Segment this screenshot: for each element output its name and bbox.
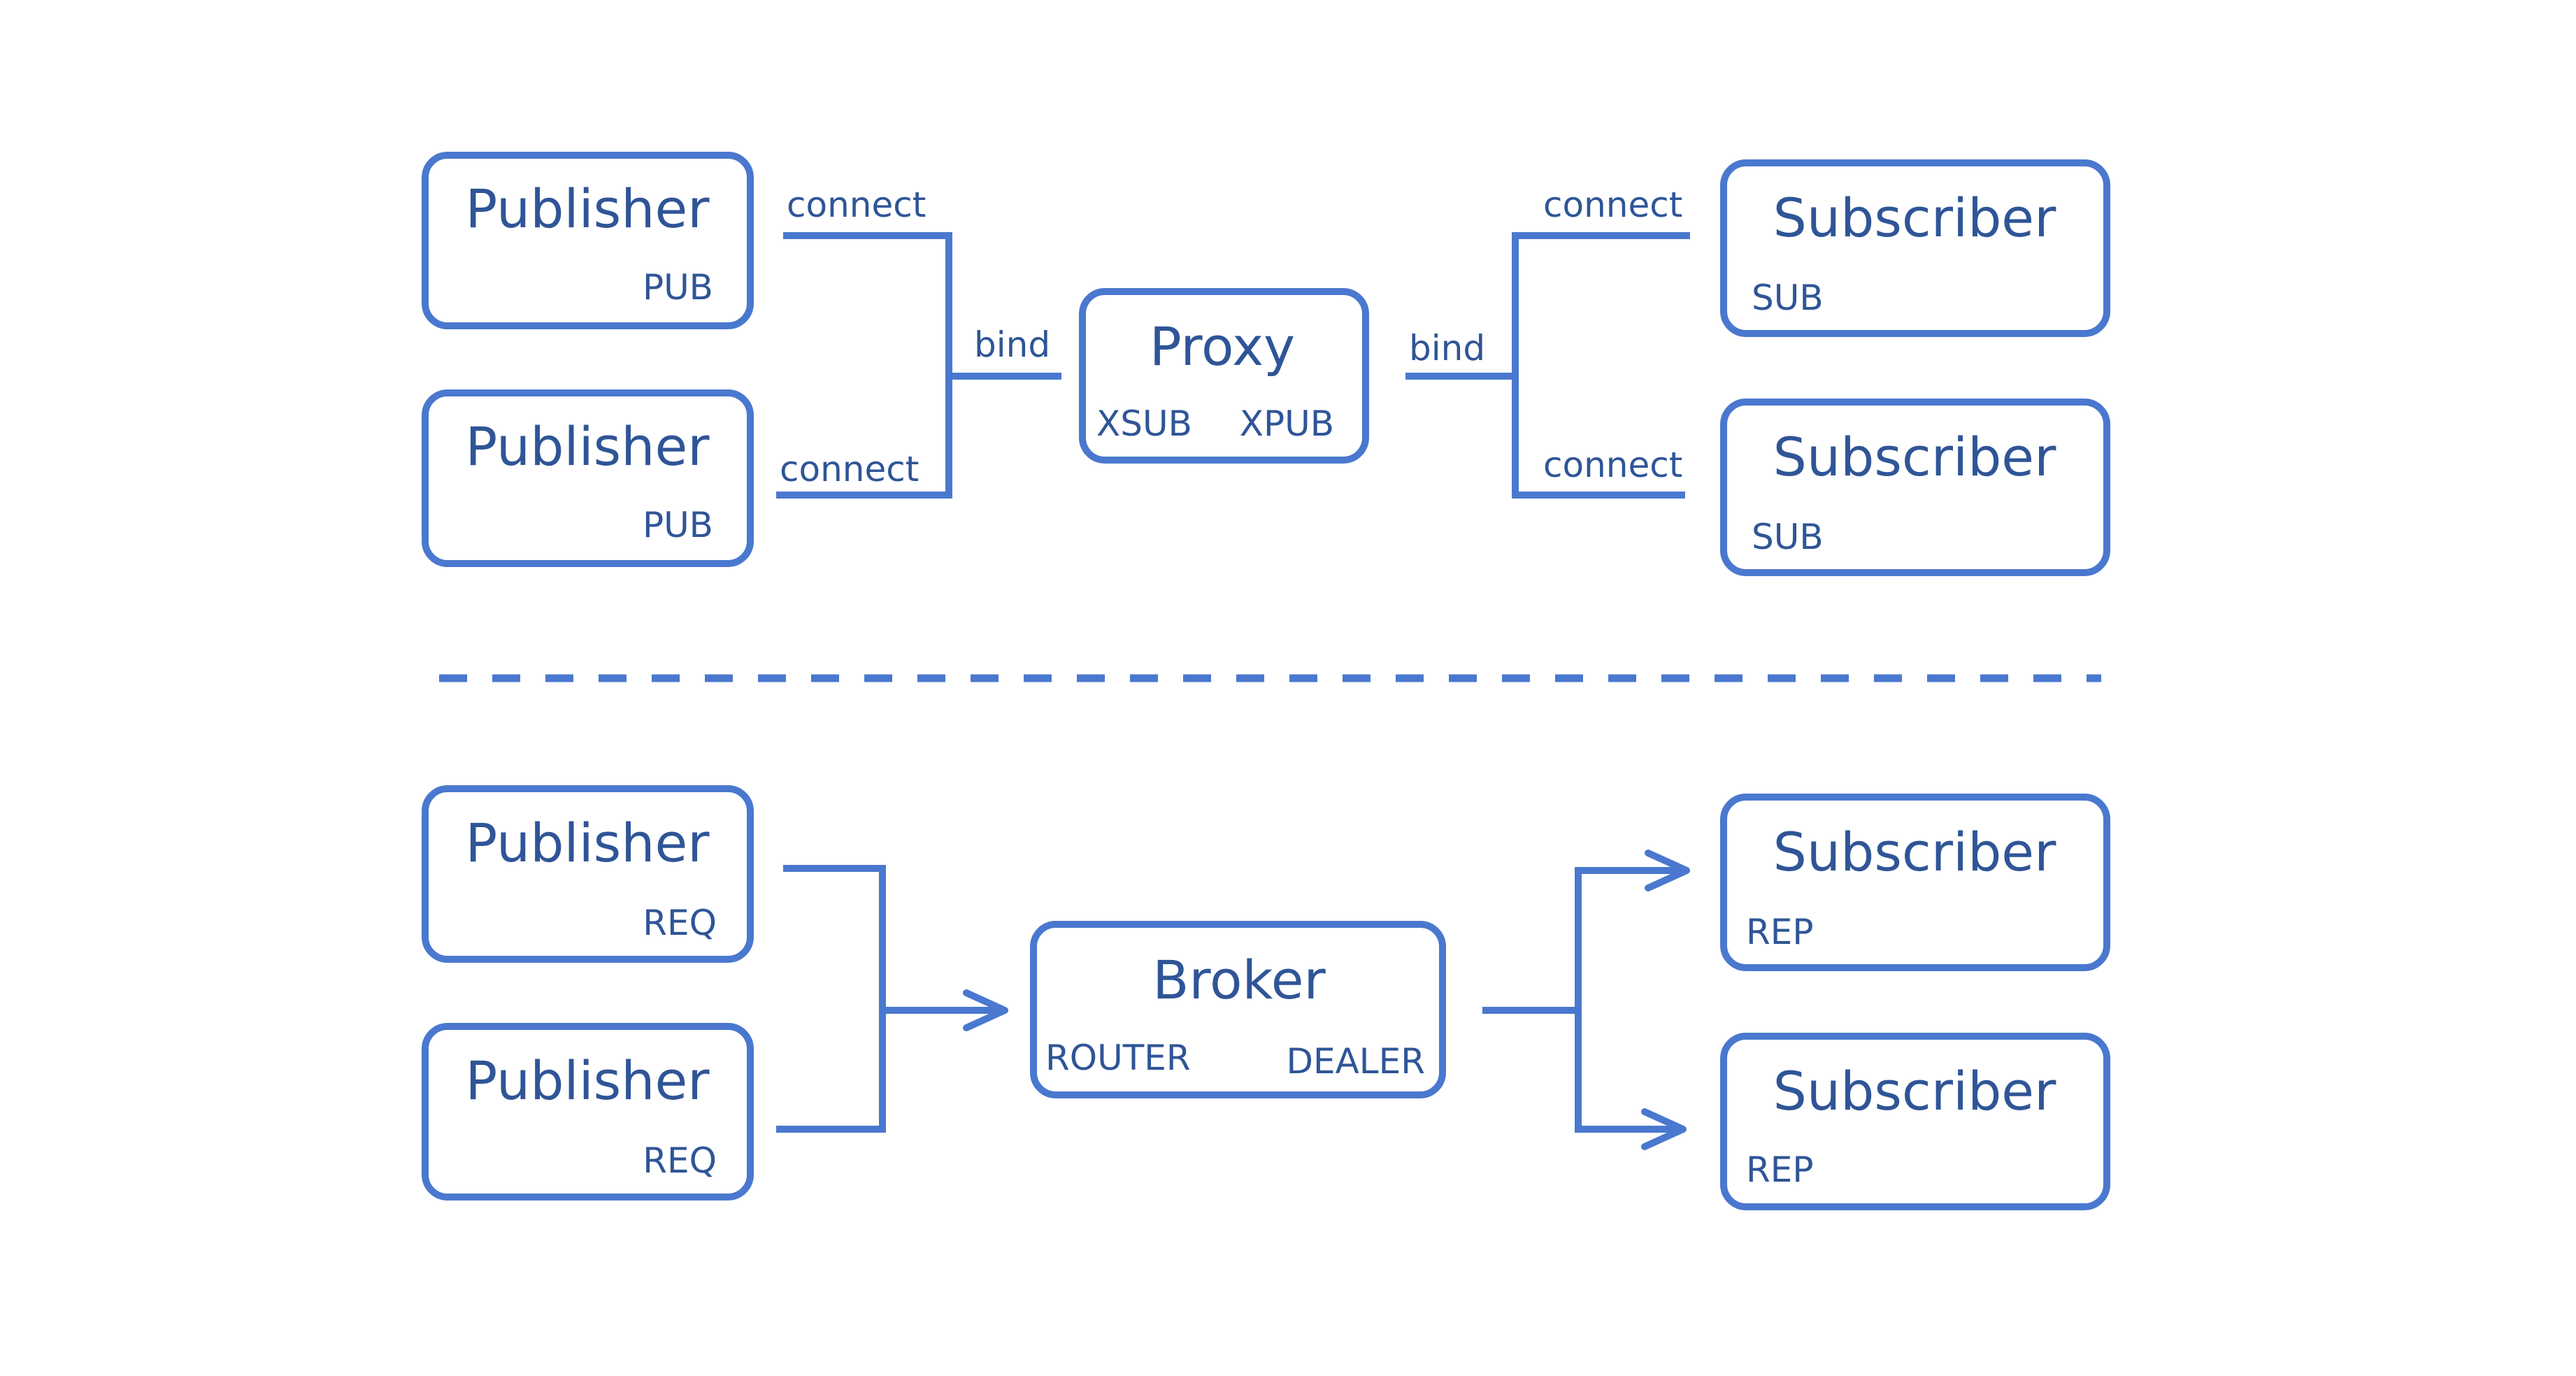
- top-publisher-2-title: Publisher: [466, 415, 710, 478]
- bottom-subscriber-1-socket: REP: [1746, 912, 1813, 952]
- broker-router-socket: ROUTER: [1045, 1038, 1191, 1078]
- top-subscriber-2-title: Subscriber: [1773, 426, 2056, 488]
- broker-dealer-socket: DEALER: [1287, 1041, 1426, 1082]
- bottom-publisher-2-title: Publisher: [466, 1049, 710, 1112]
- top-subscriber-1-box: [1720, 159, 2110, 337]
- top-publisher-2-box: [422, 389, 754, 567]
- bottom-subscriber-1-box: [1720, 794, 2110, 971]
- bottom-right-bracket-line: [1575, 867, 1685, 1133]
- broker-title: Broker: [1152, 949, 1326, 1011]
- bottom-left-bracket-line: [776, 865, 886, 1133]
- top-subscriber-2-box: [1720, 399, 2110, 576]
- top-subscriber-1-socket: SUB: [1752, 278, 1824, 318]
- proxy-box: [1079, 288, 1369, 464]
- top-publisher-1: Publisher PUB: [422, 152, 754, 329]
- top-left-bracket-line: [776, 232, 952, 499]
- proxy-xpub-socket: XPUB: [1240, 403, 1334, 444]
- top-sub2-connect-label: connect: [1543, 445, 1682, 485]
- proxy-node: Proxy XSUB XPUB: [1079, 288, 1369, 464]
- bottom-subscriber-1: Subscriber REP: [1720, 794, 2110, 971]
- bottom-left-arrowhead: [963, 989, 1008, 1031]
- top-sub1-connect-label: connect: [1543, 185, 1682, 225]
- bottom-subscriber-2-socket: REP: [1746, 1149, 1813, 1190]
- proxy-xsub-socket: XSUB: [1096, 403, 1192, 444]
- bottom-publisher-1-title: Publisher: [466, 812, 710, 874]
- top-right-bracket-line: [1512, 232, 1690, 499]
- top-publisher-2: Publisher PUB: [422, 389, 754, 567]
- top-publisher-2-socket: PUB: [643, 505, 713, 545]
- top-pub2-connect-label: connect: [780, 449, 919, 489]
- bottom-right-arrowhead-2: [1641, 1108, 1687, 1150]
- top-publisher-1-socket: PUB: [643, 267, 713, 308]
- bottom-subscriber-2-title: Subscriber: [1773, 1060, 2056, 1122]
- bottom-publisher-2: Publisher REQ: [422, 1023, 754, 1201]
- bottom-right-arrowhead-1: [1645, 850, 1690, 891]
- top-right-bind-label: bind: [1409, 328, 1485, 368]
- bottom-publisher-2-box: [422, 1023, 754, 1201]
- broker-node: Broker ROUTER DEALER: [1030, 921, 1446, 1098]
- top-subscriber-1: Subscriber SUB: [1720, 159, 2110, 337]
- proxy-title: Proxy: [1150, 315, 1295, 378]
- bottom-publisher-1: Publisher REQ: [422, 785, 754, 963]
- bottom-publisher-1-box: [422, 785, 754, 963]
- top-subscriber-1-title: Subscriber: [1773, 187, 2056, 249]
- top-publisher-1-box: [422, 152, 754, 329]
- top-subscriber-2-socket: SUB: [1752, 517, 1824, 557]
- top-publisher-1-title: Publisher: [466, 178, 710, 240]
- bottom-publisher-1-socket: REQ: [643, 903, 717, 943]
- bottom-subscriber-2-box: [1720, 1033, 2110, 1210]
- top-subscriber-2: Subscriber SUB: [1720, 399, 2110, 576]
- top-left-bind-label: bind: [974, 324, 1050, 365]
- bottom-publisher-2-socket: REQ: [643, 1140, 717, 1181]
- top-pub1-connect-label: connect: [787, 185, 926, 225]
- bottom-subscriber-2: Subscriber REP: [1720, 1033, 2110, 1210]
- bottom-subscriber-1-title: Subscriber: [1773, 821, 2056, 883]
- broker-box: [1030, 921, 1446, 1098]
